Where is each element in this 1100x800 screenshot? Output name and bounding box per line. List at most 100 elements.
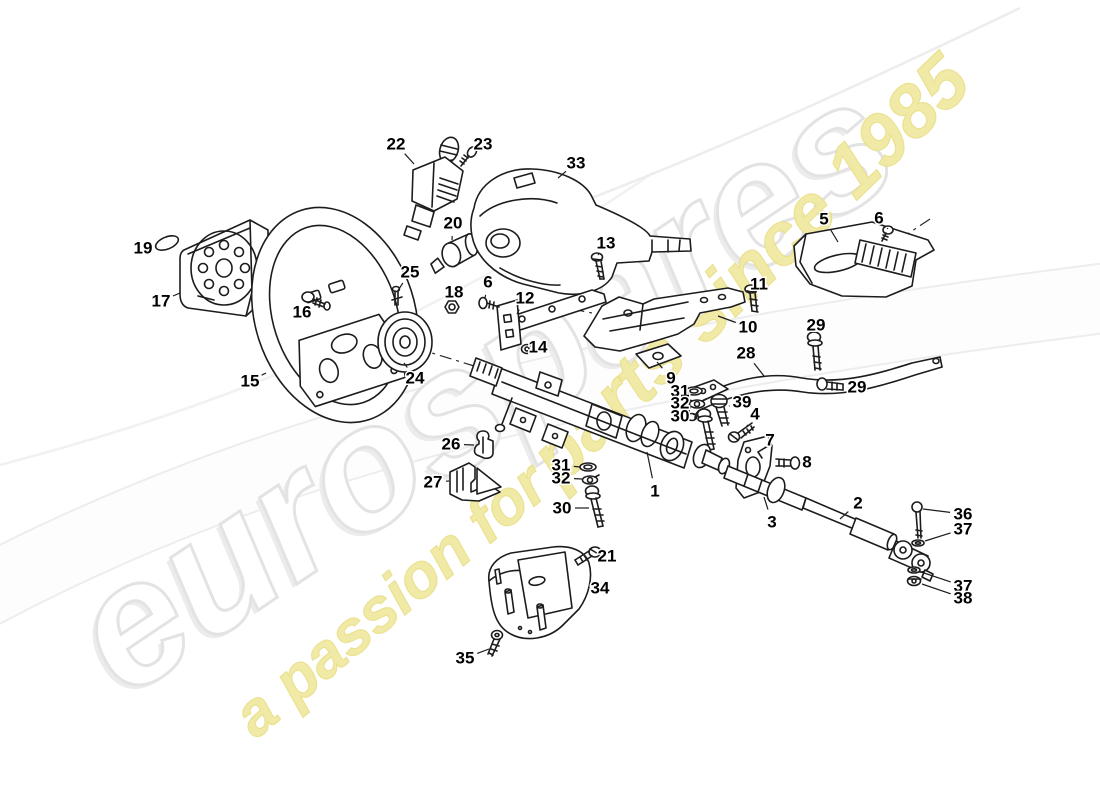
callout-leader-36-40 — [922, 508, 951, 513]
part-washer-32-right — [688, 398, 707, 409]
part-bolt-30-left — [584, 485, 605, 528]
callout-leader-35-39 — [476, 648, 490, 654]
part-washer-31-right — [685, 386, 703, 396]
part-nut-18 — [444, 300, 460, 314]
callout-leader-37-42 — [920, 571, 951, 583]
part-bolt-21 — [574, 546, 602, 566]
callout-25-25: 25 — [401, 263, 420, 282]
callout-leader-17-17 — [172, 292, 181, 297]
callout-8-8: 8 — [802, 453, 811, 472]
callout-leader-9-9 — [656, 361, 663, 369]
part-stalk-switch — [403, 136, 464, 241]
part-washer-37-top — [911, 539, 925, 547]
callout-leader-15-15 — [261, 372, 267, 376]
callout-7-7: 7 — [765, 431, 774, 450]
part-bolt-30-right — [696, 408, 716, 451]
part-steering-wheel — [250, 206, 420, 424]
callout-18-18: 18 — [445, 283, 464, 302]
callout-34-38: 34 — [591, 579, 610, 598]
callout-leader-3-2 — [763, 496, 769, 510]
part-horn-contact-disc — [154, 235, 180, 251]
callout-leader-33-37 — [557, 170, 567, 179]
callout-leader-6-6 — [886, 227, 889, 230]
callout-6-5: 6 — [483, 273, 492, 292]
part-washer-32-left — [581, 474, 600, 485]
callout-leader-25-25 — [396, 282, 404, 293]
part-dash-shroud — [793, 221, 935, 298]
part-clip-26 — [473, 430, 494, 460]
callout-leader-4-3 — [746, 424, 749, 427]
callout-21-21: 21 — [598, 547, 617, 566]
part-bracket-27 — [449, 462, 502, 502]
part-upper-shaft — [717, 457, 807, 511]
part-bolt-36 — [911, 501, 923, 539]
part-bolt-6-left — [478, 296, 500, 310]
callout-31-34: 31 — [671, 382, 690, 401]
callout-28-28: 28 — [737, 344, 756, 363]
part-screw-6-right — [881, 225, 894, 242]
part-bolt-11 — [744, 284, 759, 313]
callout-37-42: 37 — [954, 577, 973, 596]
callout-30-32: 30 — [671, 407, 690, 426]
part-screw-35 — [487, 629, 504, 657]
part-washer-31-left — [579, 462, 597, 472]
part-bolt-29-bottom — [816, 377, 844, 391]
callout-19-19: 19 — [134, 239, 153, 258]
part-column-assembly — [469, 357, 723, 471]
callout-32-35: 32 — [552, 469, 571, 488]
part-bolt-4 — [727, 422, 755, 443]
callout-leader-13-13 — [597, 253, 600, 256]
callout-38-43: 38 — [954, 589, 973, 608]
callout-36-40: 36 — [954, 505, 973, 524]
part-bolt-29-top — [806, 331, 823, 371]
callout-35-39: 35 — [456, 649, 475, 668]
callout-17-17: 17 — [152, 292, 171, 311]
callout-27-27: 27 — [424, 473, 443, 492]
part-nut-38 — [906, 575, 922, 587]
callout-33-37: 33 — [567, 154, 586, 173]
part-support-bracket — [583, 287, 746, 352]
callout-20-20: 20 — [444, 214, 463, 233]
callout-37-41: 37 — [954, 520, 973, 539]
callout-2-1: 2 — [853, 494, 862, 513]
callout-9-9: 9 — [666, 369, 675, 388]
callout-leader-22-22 — [404, 153, 415, 165]
callout-leader-6-5 — [484, 294, 487, 299]
callout-39-44: 39 — [733, 393, 752, 412]
part-nut-14 — [520, 343, 534, 355]
callout-leader-10-10 — [717, 315, 737, 324]
callout-3-2: 3 — [767, 513, 776, 532]
part-upper-shroud — [470, 168, 692, 295]
callout-31-33: 31 — [552, 456, 571, 475]
part-washer-37-bottom — [907, 566, 921, 574]
callout-29-30: 29 — [848, 378, 867, 397]
part-packing-plate — [635, 343, 682, 369]
callout-leader-12-12 — [516, 309, 520, 315]
callout-leader-2-1 — [839, 511, 849, 520]
callout-14-14: 14 — [529, 338, 548, 357]
callout-15-15: 15 — [241, 372, 260, 391]
part-wheel-bolt — [301, 291, 331, 311]
callout-32-36: 32 — [671, 394, 690, 413]
callout-leader-38-43 — [921, 583, 951, 595]
callout-leader-1-0 — [646, 451, 653, 479]
callout-23-23: 23 — [474, 135, 493, 154]
part-bracket-12 — [496, 289, 607, 351]
callout-leader-24-24 — [403, 362, 408, 368]
callout-30-31: 30 — [553, 499, 572, 518]
part-lower-shroud — [487, 545, 592, 640]
part-screw-13 — [590, 252, 605, 280]
callout-10-10: 10 — [739, 318, 758, 337]
callout-4-3: 4 — [750, 405, 760, 424]
part-bolt-39 — [710, 393, 730, 427]
callout-leader-5-4 — [830, 229, 839, 243]
callout-leader-37-41 — [924, 532, 951, 542]
part-horn-pad — [179, 219, 281, 317]
callout-24-24: 24 — [406, 369, 425, 388]
callout-29-29: 29 — [807, 316, 826, 335]
callout-leader-30-32 — [692, 413, 698, 416]
callout-leader-31-33 — [573, 465, 581, 468]
